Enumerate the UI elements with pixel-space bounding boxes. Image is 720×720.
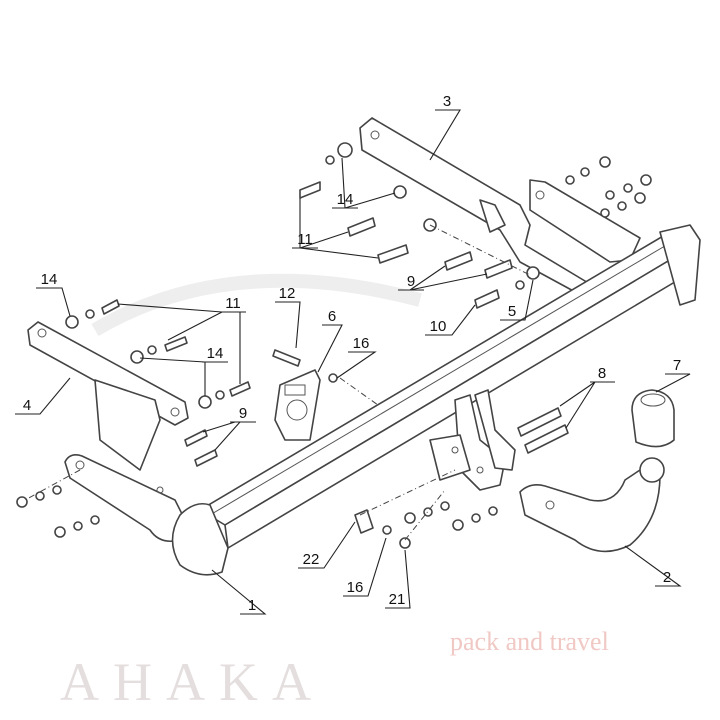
callout-5: 5 [508, 303, 516, 320]
callout-14: 14 [337, 191, 354, 208]
callout-21: 21 [389, 591, 406, 608]
watermark-swoosh [91, 273, 422, 337]
callout-11: 11 [225, 295, 241, 312]
left-bracket-4 [27, 321, 191, 543]
socket-plate-6 [274, 369, 321, 441]
callout-4: 4 [23, 397, 31, 414]
callout-1: 1 [248, 597, 256, 614]
assembly-lines [24, 224, 531, 541]
callout-10: 10 [430, 318, 447, 335]
callout-22: 22 [303, 551, 320, 568]
right-bracket-3 [359, 117, 641, 301]
callout-2: 2 [663, 569, 671, 586]
leader-lines [15, 109, 691, 615]
crossbar-1 [171, 224, 701, 576]
callout-7: 7 [673, 357, 681, 374]
ball-cap-7 [631, 389, 675, 448]
callout-16: 16 [347, 579, 364, 596]
watermark: AHAKA pack and travel [60, 627, 609, 712]
watermark-brand: AHAKA [60, 652, 325, 712]
callout-6: 6 [328, 308, 336, 325]
callout-8: 8 [598, 365, 606, 382]
callout-16: 16 [353, 335, 370, 352]
callout-14: 14 [41, 271, 58, 288]
center-plates [429, 389, 516, 491]
callout-9: 9 [239, 405, 247, 422]
callout-11: 11 [297, 231, 313, 248]
callout-3: 3 [443, 93, 451, 110]
callout-9: 9 [407, 273, 415, 290]
callout-14: 14 [207, 345, 224, 362]
fasteners [16, 142, 652, 549]
watermark-slogan: pack and travel [450, 627, 609, 656]
callout-12: 12 [279, 285, 296, 302]
callout-labels: 3 14 11 9 5 10 14 11 12 6 16 14 4 9 8 7 … [23, 93, 681, 614]
tow-ball-neck-2 [519, 457, 665, 553]
